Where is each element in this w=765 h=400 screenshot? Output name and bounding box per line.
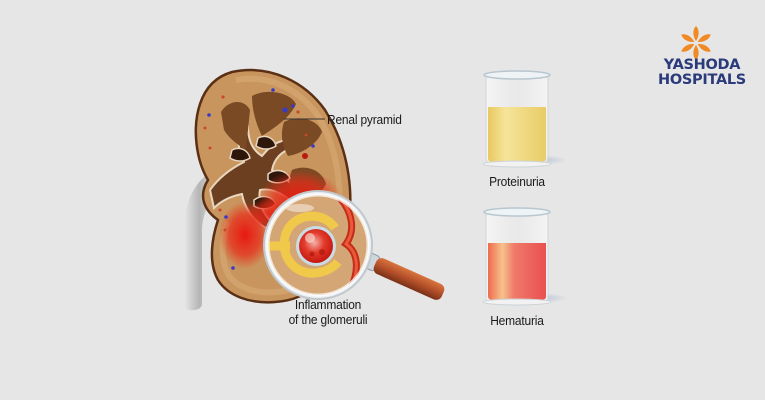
- renal-pyramid-label: Renal pyramid: [327, 112, 402, 127]
- inflammation-label-line1: Inflammation: [294, 297, 362, 312]
- hematuria-label: Hematuria: [490, 313, 544, 328]
- ureter: [184, 170, 228, 311]
- beaker-proteinuria: [482, 70, 568, 168]
- yashoda-hospitals-logo: YASHODA HOSPITALS: [652, 58, 752, 88]
- logo-line-2: HOSPITALS: [658, 72, 746, 88]
- cell-dots: [203, 88, 315, 270]
- proteinuria-label: Proteinuria: [489, 174, 545, 189]
- beaker-hematuria: [482, 207, 568, 306]
- logo-line-1: YASHODA: [663, 57, 741, 73]
- flower-icon: [681, 26, 711, 60]
- magnifying-glass-icon: [263, 190, 445, 300]
- inflammation-label-line2: of the glomeruli: [288, 312, 368, 327]
